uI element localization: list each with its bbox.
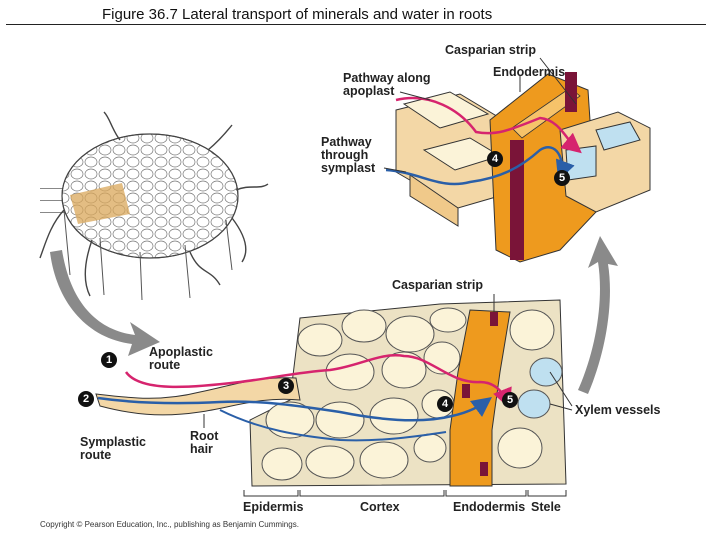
- region-brackets: [243, 490, 567, 497]
- root-cross-section: [39, 111, 269, 301]
- step-5-badge: 5: [502, 392, 518, 408]
- figure-title: Figure 36.7 Lateral transport of mineral…: [102, 6, 493, 23]
- label-xylem-vessels: Xylem vessels: [575, 403, 661, 417]
- label-epidermis: Epidermis: [243, 500, 304, 514]
- label-stele: Stele: [531, 500, 561, 514]
- step-1-badge: 1: [101, 352, 117, 368]
- title-underline: [6, 24, 706, 25]
- label-apoplastic-route: Apoplastic route: [149, 345, 213, 372]
- label-cortex: Cortex: [360, 500, 400, 514]
- label-endodermis-bottom: Endodermis: [453, 500, 526, 514]
- label-casparian-strip-mid: Casparian strip: [392, 278, 484, 292]
- leader-lines: [203, 57, 577, 428]
- label-pathway-symplast: Pathway through symplast: [321, 135, 376, 175]
- step-2-badge: 2: [78, 391, 94, 407]
- step-3-badge: 3: [278, 378, 294, 394]
- step-4-badge-top: 4: [487, 151, 503, 167]
- label-endodermis-top: Endodermis: [493, 65, 566, 79]
- label-root-hair: Root hair: [190, 429, 219, 456]
- copyright-notice: Copyright © Pearson Education, Inc., pub…: [40, 520, 299, 529]
- label-casparian-strip-top: Casparian strip: [445, 43, 537, 57]
- tissue-section: [95, 299, 567, 487]
- step-4-badge: 4: [437, 396, 453, 412]
- cell-block-3d: [385, 72, 651, 263]
- label-symplastic-route: Symplastic route: [80, 435, 147, 462]
- zoom-arrow-left: [50, 250, 160, 356]
- zoom-arrow-right: [578, 236, 618, 394]
- label-pathway-apoplast: Pathway along apoplast: [343, 71, 431, 98]
- step-5-badge-top: 5: [554, 170, 570, 186]
